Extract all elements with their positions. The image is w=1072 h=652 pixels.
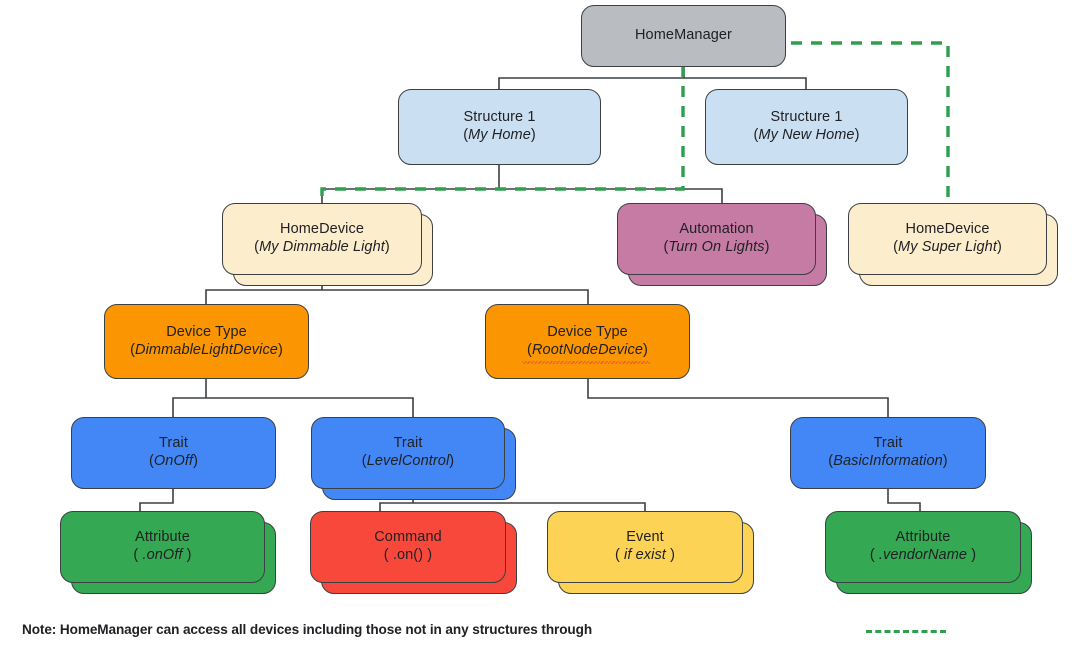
node-title: HomeDevice <box>280 221 364 238</box>
node-title: Automation <box>679 221 754 238</box>
node-title: Trait <box>873 435 903 452</box>
node-title: Device Type <box>547 323 628 340</box>
node-subtitle: ( if exist ) <box>614 547 676 563</box>
node-subtitle: (My Home) <box>463 127 536 143</box>
node-title: Device Type <box>166 323 247 340</box>
node-title: Trait <box>159 435 188 452</box>
node-title: Command <box>374 529 442 546</box>
node-title: Attribute <box>135 529 190 546</box>
node-subtitle: (My New Home) <box>753 127 860 143</box>
node-subtitle: (Turn On Lights) <box>663 239 770 255</box>
node-home-manager[interactable]: HomeManager <box>581 5 786 67</box>
node-command-on[interactable]: Command ( .on() ) <box>310 511 517 594</box>
node-title: Structure 1 <box>463 109 536 126</box>
node-subtitle: (My Super Light) <box>893 239 1002 255</box>
node-title: Attribute <box>895 529 951 546</box>
node-devicetype-rootnodedevice[interactable]: Device Type (RootNodeDevice) <box>485 304 690 379</box>
node-subtitle: (My Dimmable Light) <box>254 239 390 255</box>
footer-note: Note: HomeManager can access all devices… <box>22 622 593 637</box>
node-subtitle: ( .on() ) <box>383 547 433 563</box>
node-subtitle: (BasicInformation) <box>828 453 948 469</box>
node-subtitle: (RootNodeDevice) <box>527 341 648 358</box>
footer-legend-dashed-line <box>866 630 946 633</box>
node-homedevice-dimmable-light[interactable]: HomeDevice (My Dimmable Light) <box>222 203 433 286</box>
node-attribute-onoff[interactable]: Attribute ( .onOff ) <box>60 511 276 594</box>
node-trait-basicinformation[interactable]: Trait (BasicInformation) <box>790 417 986 489</box>
node-title: Trait <box>393 435 423 452</box>
node-devicetype-dimmablelightdevice[interactable]: Device Type (DimmableLightDevice) <box>104 304 309 379</box>
node-subtitle: (LevelControl) <box>361 453 455 469</box>
spellcheck-underline <box>522 361 650 364</box>
node-subtitle: ( .vendorName ) <box>869 547 977 563</box>
node-attribute-vendorname[interactable]: Attribute ( .vendorName ) <box>825 511 1032 594</box>
node-automation-turn-on-lights[interactable]: Automation (Turn On Lights) <box>617 203 827 286</box>
node-title: Structure 1 <box>770 109 843 126</box>
node-subtitle: ( .onOff ) <box>133 547 192 563</box>
node-title: Event <box>626 529 664 546</box>
node-trait-levelcontrol[interactable]: Trait (LevelControl) <box>311 417 516 500</box>
node-subtitle: (OnOff) <box>148 453 199 469</box>
node-event-if-exist[interactable]: Event ( if exist ) <box>547 511 754 594</box>
node-structure-my-home[interactable]: Structure 1 (My Home) <box>398 89 601 165</box>
node-trait-onoff[interactable]: Trait (OnOff) <box>71 417 276 489</box>
node-title: HomeManager <box>634 27 732 44</box>
node-structure-my-new-home[interactable]: Structure 1 (My New Home) <box>705 89 908 165</box>
node-title: HomeDevice <box>905 221 990 238</box>
node-homedevice-super-light[interactable]: HomeDevice (My Super Light) <box>848 203 1058 286</box>
node-subtitle: (DimmableLightDevice) <box>130 341 283 358</box>
